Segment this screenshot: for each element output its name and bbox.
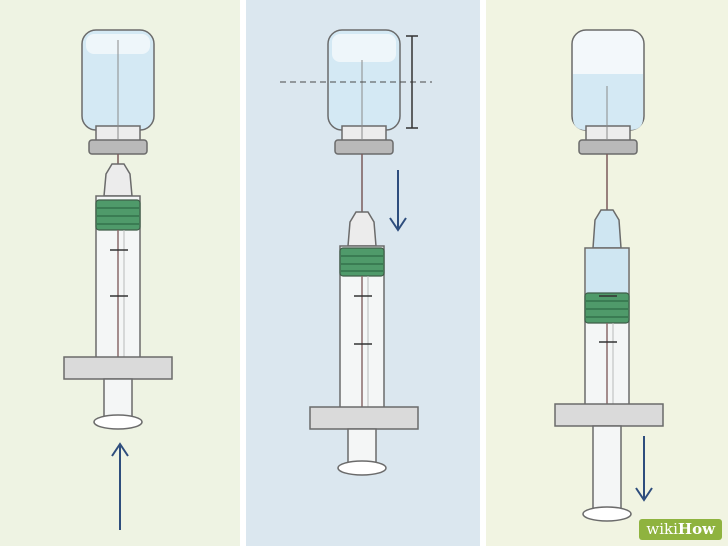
vial-3 — [571, 29, 645, 155]
panel-1 — [63, 29, 173, 530]
plunger-seal-3 — [584, 292, 630, 324]
syringe-3 — [554, 209, 664, 522]
watermark-suffix: How — [677, 520, 715, 538]
watermark-prefix: wiki — [646, 520, 678, 538]
wikihow-watermark: wikiHow — [639, 519, 722, 540]
plunger-seal-2 — [339, 247, 385, 277]
vial-1 — [81, 29, 155, 155]
fluid-level-marker — [280, 35, 432, 129]
plunger-seal-1 — [95, 199, 141, 231]
syringe-2 — [309, 211, 419, 476]
vial-2 — [327, 29, 401, 155]
arrow-down-icon — [635, 436, 653, 502]
panel-divider — [480, 0, 486, 546]
panel-divider — [240, 0, 246, 546]
drawn-medication — [586, 249, 628, 293]
syringe-1 — [63, 163, 173, 430]
arrow-down-icon — [389, 170, 407, 232]
arrow-up-icon — [111, 442, 129, 530]
panel-2 — [280, 29, 432, 476]
panel-3 — [554, 29, 664, 522]
